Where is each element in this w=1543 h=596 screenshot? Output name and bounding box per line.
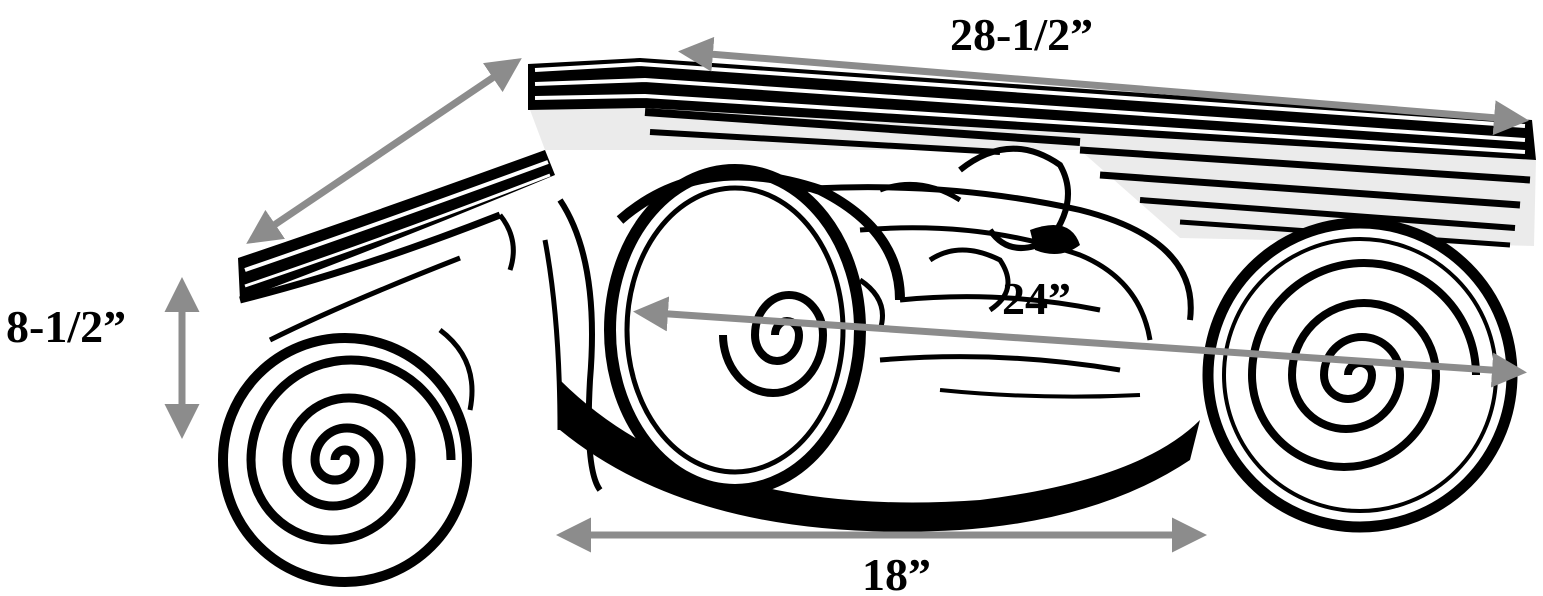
diagonal-arrow [633, 296, 1527, 388]
left-volute [218, 333, 472, 587]
ionic-capital-illustration [218, 58, 1536, 587]
right-volute [1202, 217, 1518, 533]
height-label: 8-1/2” [6, 301, 126, 352]
diagonal-label: 24” [1002, 273, 1071, 324]
top-width-arrow [678, 36, 1529, 136]
bottom-width-label: 18” [862, 549, 931, 596]
top-width-label: 28-1/2” [950, 9, 1093, 60]
dimension-arrows [164, 36, 1529, 553]
depth-arrow [246, 58, 522, 244]
capital-left-wing [238, 150, 555, 343]
dimension-labels: 28-1/2” 8-1/2” 24” 18” [6, 9, 1093, 596]
